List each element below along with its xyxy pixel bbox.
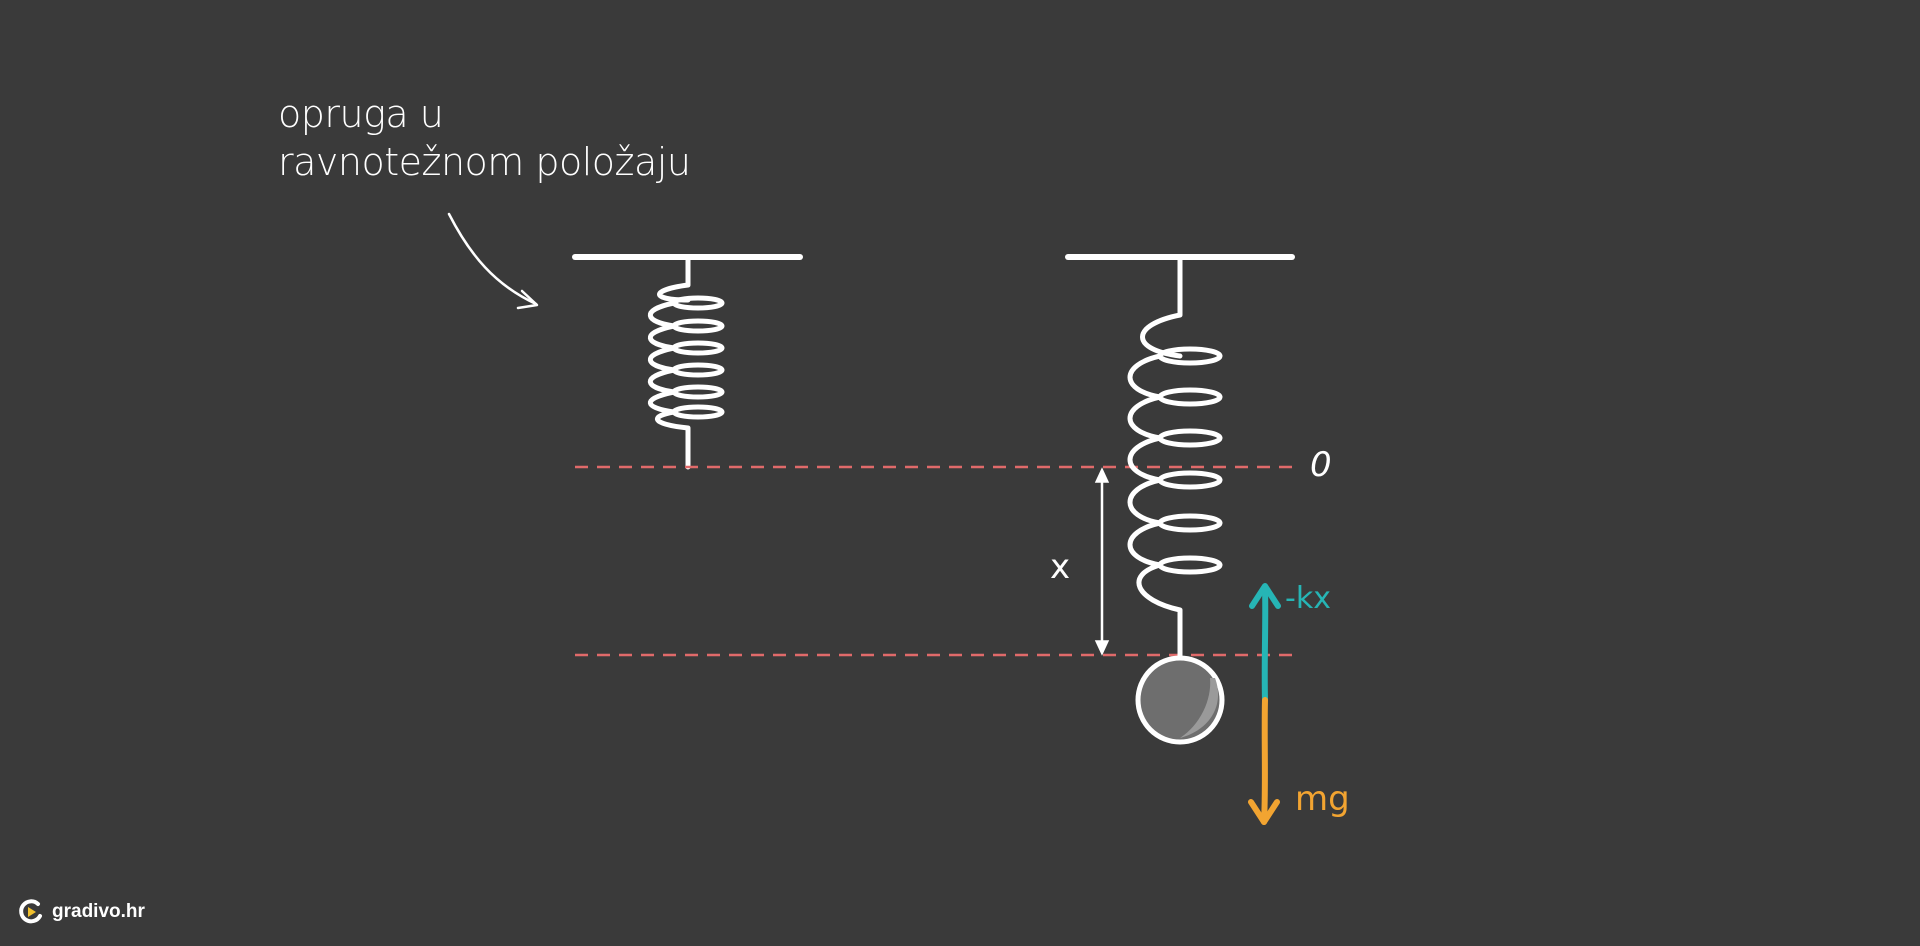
zero-label: 0 — [1310, 445, 1332, 485]
annotation-arrow — [447, 212, 538, 306]
left-spring — [647, 255, 725, 470]
gradivo-logo-icon — [19, 899, 42, 924]
displacement-label: x — [1050, 547, 1070, 587]
right-spring — [1127, 255, 1223, 660]
mass — [1135, 655, 1225, 745]
brand-name: gradivo.hr — [52, 901, 145, 922]
weight-label: mg — [1295, 779, 1350, 819]
spring-force-arrow — [1249, 583, 1281, 703]
annotation-arrowhead — [516, 289, 539, 310]
annotation-line-2: ravnotežnom položaju — [278, 140, 691, 184]
annotation-line-1: opruga u — [278, 92, 444, 136]
brand-logo[interactable]: gradivo.hr — [18, 896, 145, 928]
weight-arrow — [1248, 697, 1280, 825]
displacement-arrow — [1094, 467, 1110, 656]
annotation: opruga u ravnotežnom položaju — [278, 90, 691, 186]
spring-force-label: -kx — [1285, 581, 1331, 616]
